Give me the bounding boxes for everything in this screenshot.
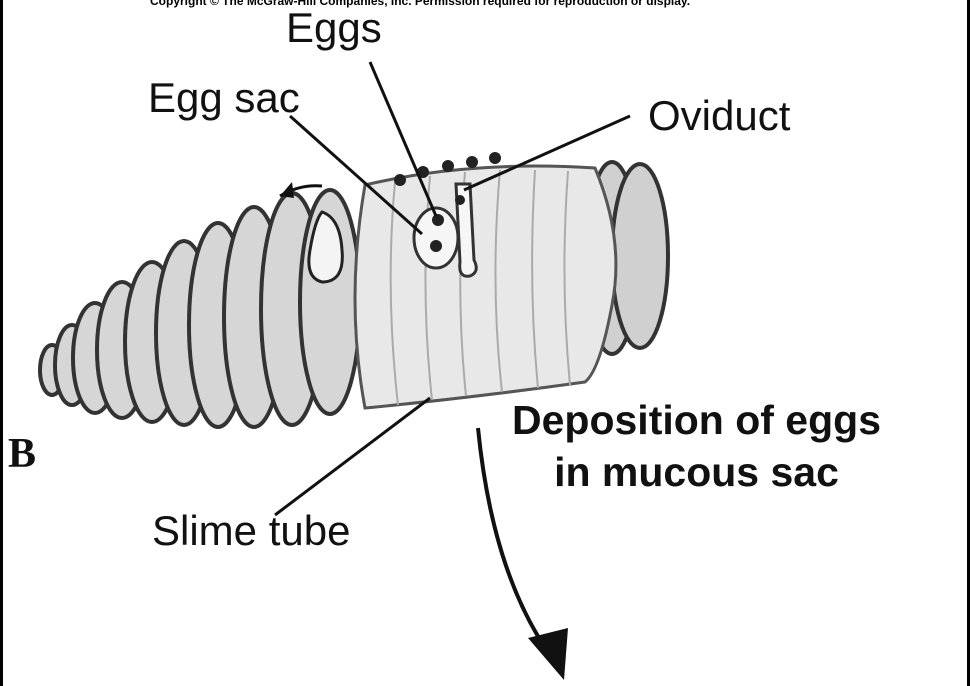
small-arrow-head xyxy=(280,182,294,198)
caption-line-2: in mucous sac xyxy=(512,446,881,498)
label-eggs: Eggs xyxy=(286,4,382,52)
label-oviduct: Oviduct xyxy=(648,92,790,140)
panel-letter: B xyxy=(8,430,36,478)
worm-segments xyxy=(40,190,360,427)
copyright-notice: Copyright © The McGraw-Hill Companies, I… xyxy=(150,0,690,8)
caption-deposition: Deposition of eggs in mucous sac xyxy=(512,394,881,498)
caption-line-1: Deposition of eggs xyxy=(512,394,881,446)
label-egg-sac: Egg sac xyxy=(148,74,300,122)
label-slime-tube: Slime tube xyxy=(152,507,350,555)
deposition-arrow-head xyxy=(528,628,568,680)
